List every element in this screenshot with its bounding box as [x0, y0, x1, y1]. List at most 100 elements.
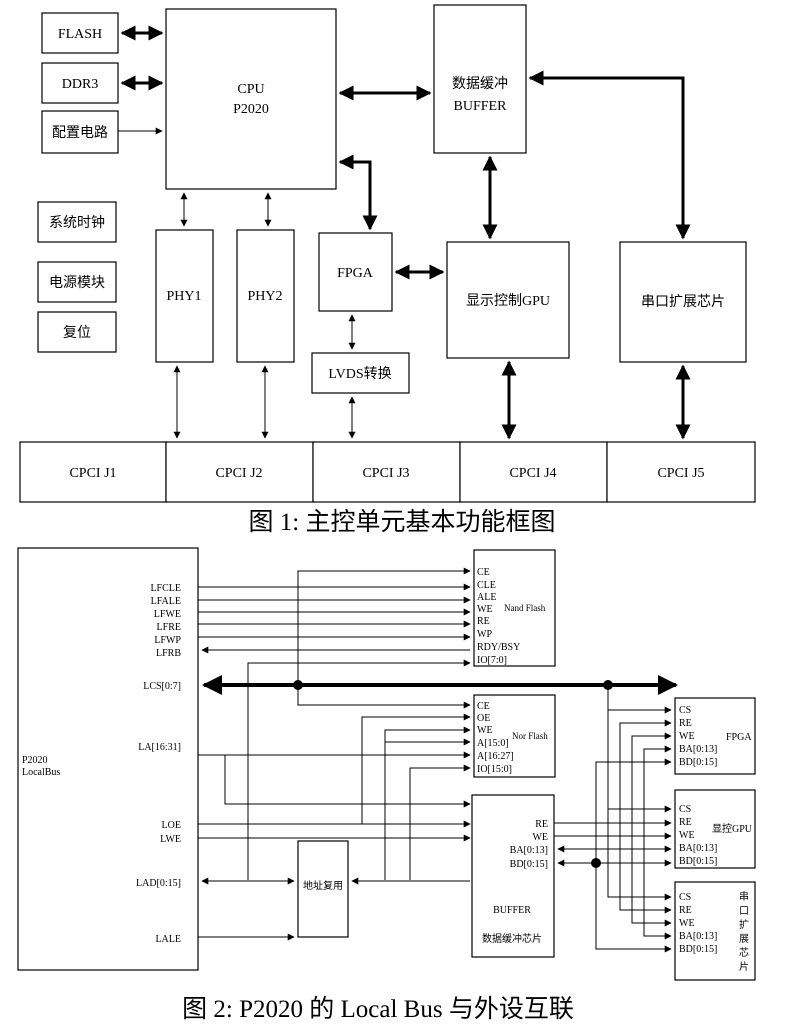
cpci-j1-box: [19, 441, 167, 503]
nor-pin-a-low: A[15:0]: [477, 738, 509, 749]
serial-title-char-1: 串: [739, 891, 749, 903]
fpga-pin-ba: BA[0:13]: [679, 744, 717, 755]
buffer-pin-ba: BA[0:13]: [510, 845, 548, 856]
wire-nand-ce: [297, 567, 471, 685]
wire-nor-io: [409, 764, 471, 880]
cpu-model-label: P2020: [233, 102, 269, 117]
signal-lwe: LWE: [160, 834, 181, 845]
gpu-pin-cs: CS: [679, 804, 691, 815]
cpu-fpga-link: [338, 154, 378, 231]
serial-pin-ba: BA[0:13]: [679, 931, 717, 942]
fpga-pin-cs: CS: [679, 705, 691, 716]
fpga-box: [318, 232, 393, 312]
fpga-pin-bd: BD[0:15]: [679, 757, 717, 768]
signal-lad: LAD[0:15]: [136, 878, 181, 889]
serial-title-char-6: 片: [739, 960, 749, 973]
buffer-chip-label: 数据缓冲芯片: [482, 932, 542, 945]
nor-pin-oe: OE: [477, 713, 490, 724]
signal-la: LA[16:31]: [138, 742, 181, 753]
nor-pin-io: IO[15:0]: [477, 764, 512, 775]
serial-title-char-3: 扩: [739, 918, 749, 931]
nor-flash-box: [473, 694, 556, 778]
nand-pin-rdy-bsy: RDY/BSY: [477, 642, 520, 653]
wire-fpga-we: [631, 732, 672, 836]
signal-lfwe: LFWE: [154, 609, 181, 620]
gpu-pin-bd: BD[0:15]: [679, 856, 717, 867]
data-buffer-label: 数据缓冲: [452, 76, 508, 92]
phy2-box: [236, 229, 295, 363]
fpga-label: FPGA: [337, 266, 374, 281]
lvds-label: LVDS转换: [328, 365, 391, 382]
wire-serial-cs: [607, 809, 672, 901]
fpga-periph-title: FPGA: [726, 732, 752, 743]
buffer-pin-re: RE: [535, 819, 548, 830]
wire-serial-bd: [595, 863, 672, 953]
serial-expansion-label: 串口扩展芯片: [641, 294, 725, 310]
config-circuit-label: 配置电路: [52, 125, 108, 141]
flash-label: FLASH: [58, 27, 102, 42]
figure-2-caption: 图 2: P2020 的 Local Bus 与外设互联: [182, 995, 574, 1023]
phy1-label: PHY1: [166, 289, 201, 304]
buffer-chip-name: BUFFER: [493, 905, 531, 916]
nor-flash-title: Nor Flash: [512, 731, 548, 741]
address-mux-label: 地址复用: [303, 879, 343, 892]
buffer-chip-box: [471, 794, 555, 958]
nand-pin-ale: ALE: [477, 592, 496, 603]
cpci-j3-box: [312, 441, 461, 503]
signal-lcs: LCS[0:7]: [143, 681, 181, 692]
cpci-j5-label: CPCI J5: [657, 466, 704, 481]
gpu-pin-we: WE: [679, 830, 695, 841]
p2020-localbus-box: [17, 547, 199, 971]
figure-2: P2020 LocalBus LFCLE LFALE LFWE LFRE LFW…: [17, 547, 756, 1023]
nor-pin-we: WE: [477, 725, 493, 736]
signal-lfrb: LFRB: [156, 648, 181, 659]
signal-lfcle: LFCLE: [150, 583, 181, 594]
reset-box: [37, 311, 117, 353]
wire-serial-ba: [643, 849, 672, 940]
serial-periph-box: [674, 881, 756, 981]
ddr3-box: [41, 62, 119, 104]
cpu-label: CPU: [237, 82, 264, 97]
power-module-label: 电源模块: [49, 275, 105, 291]
ddr3-label: DDR3: [62, 77, 99, 92]
system-clock-box: [37, 201, 117, 243]
wire-serial-re: [619, 823, 672, 914]
cpci-j5-box: [606, 441, 756, 503]
serial-title-char-2: 口: [739, 906, 749, 917]
wire-fpga-ba: [643, 745, 672, 849]
fpga-periph-box: [674, 697, 756, 775]
gpu-pin-re: RE: [679, 817, 692, 828]
gpu-box: [446, 241, 570, 359]
nand-pin-io: IO[7:0]: [477, 655, 507, 666]
wire-nor-we: [384, 726, 471, 838]
serial-pin-bd: BD[0:15]: [679, 944, 717, 955]
cpci-j2-label: CPCI J2: [215, 466, 262, 481]
lvds-box: [311, 352, 410, 394]
wire-nor-oe: [361, 713, 471, 824]
signal-lfale: LFALE: [151, 596, 181, 607]
buffer-pin-bd: BD[0:15]: [510, 859, 548, 870]
wire-la-buffer: [224, 755, 471, 808]
wire-nor-ce: [297, 685, 471, 709]
signal-loe: LOE: [162, 820, 181, 831]
reset-label: 复位: [63, 324, 91, 341]
nand-pin-we: WE: [477, 604, 493, 615]
cpci-j4-label: CPCI J4: [509, 466, 556, 481]
nor-pin-ce: CE: [477, 701, 490, 712]
nand-flash-box: [473, 549, 556, 667]
wire-fpga-re: [619, 719, 672, 823]
power-module-box: [37, 261, 117, 303]
serial-expansion-box: [619, 241, 747, 363]
fpga-pin-re: RE: [679, 718, 692, 729]
localbus-label: LocalBus: [22, 767, 60, 778]
fpga-pin-we: WE: [679, 731, 695, 742]
nand-flash-title: Nand Flash: [504, 603, 546, 613]
cpci-j3-label: CPCI J3: [362, 466, 409, 481]
signal-lfre: LFRE: [157, 622, 181, 633]
wire-serial-we: [631, 836, 672, 927]
serial-pin-we: WE: [679, 918, 695, 929]
address-mux-box: [297, 840, 349, 938]
signal-lale: LALE: [155, 934, 181, 945]
serial-pin-re: RE: [679, 905, 692, 916]
